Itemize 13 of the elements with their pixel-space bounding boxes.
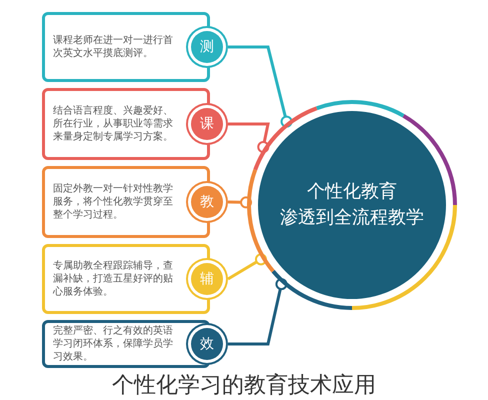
badge-circle: 课 [191, 108, 223, 140]
badge-circle: 测 [191, 31, 223, 63]
badge-circle: 辅 [191, 263, 223, 295]
card-text: 专属助教全程跟踪辅导，查漏补缺，打造五星好评的贴心服务体验。 [53, 260, 174, 298]
connector-line [228, 46, 293, 128]
caption: 个性化学习的教育技术应用 [111, 372, 377, 400]
connector-line [228, 196, 252, 208]
card-text: 固定外教一对一针对性教学服务，将个性化教学贯穿至整个学习过程。 [53, 182, 174, 222]
badge-circle: 教 [191, 186, 223, 218]
card-text: 结合语言程度、兴趣爱好、所在行业，从事职业等需求来量身定制专属学习方案。 [53, 104, 174, 144]
card-text: 课程老师在进一对一进行首次英文水平摸底测评。 [53, 34, 174, 60]
card-text: 完整严密、行之有效的英语学习闭环体系，保障学员学习效果。 [53, 324, 174, 364]
badge-circle: 效 [191, 328, 223, 360]
